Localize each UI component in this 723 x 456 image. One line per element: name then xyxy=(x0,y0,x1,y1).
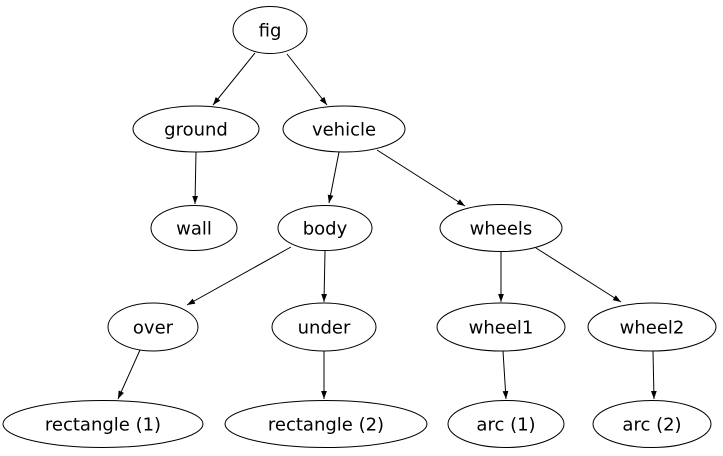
edge-fig-vehicle xyxy=(286,53,328,106)
edge-wheel2-arc2 xyxy=(650,350,657,400)
node-wall-shape xyxy=(150,205,238,251)
node-wheels-label: wheels xyxy=(470,219,533,240)
edge-over-rectangle1 xyxy=(117,349,141,400)
node-arc1-label: arc (1) xyxy=(476,415,535,436)
node-under-shape xyxy=(271,302,377,352)
node-wheel2-shape xyxy=(587,302,717,352)
node-over-shape xyxy=(107,302,199,352)
node-fig-shape xyxy=(232,6,308,54)
edge-body-over xyxy=(186,246,292,306)
node-ground-label: ground xyxy=(164,120,228,141)
node-arc1: arc (1) xyxy=(447,400,565,448)
node-rectangle2: rectangle (2) xyxy=(224,400,428,448)
node-rectangle2-label: rectangle (2) xyxy=(268,415,384,436)
node-arc2-label: arc (2) xyxy=(622,415,681,436)
node-wheels-shape xyxy=(439,204,563,252)
edge-fig-ground xyxy=(212,52,256,106)
edge-vehicle-body xyxy=(327,151,340,204)
node-vehicle: vehicle xyxy=(282,105,406,153)
node-body-shape xyxy=(277,205,373,251)
node-vehicle-label: vehicle xyxy=(312,120,376,141)
node-arc2: arc (2) xyxy=(592,400,712,448)
node-arc1-shape xyxy=(447,400,565,448)
edge-vehicle-wheels xyxy=(376,149,466,207)
edge-ground-wall xyxy=(192,151,199,205)
edge-body-under xyxy=(321,250,328,303)
node-ground-shape xyxy=(132,105,260,153)
node-vehicle-shape xyxy=(282,105,406,153)
node-over: over xyxy=(107,302,199,352)
node-rectangle1-shape xyxy=(2,400,204,448)
node-rectangle2-shape xyxy=(224,400,428,448)
node-layer: fig ground vehicle wall body wheels xyxy=(2,6,717,448)
node-body: body xyxy=(277,205,373,251)
node-wall-label: wall xyxy=(176,219,212,240)
edge-wheel1-arc1 xyxy=(502,350,509,400)
node-under: under xyxy=(271,302,377,352)
edge-layer xyxy=(117,52,657,400)
node-wheel1-shape xyxy=(436,302,566,352)
node-arc2-shape xyxy=(592,400,712,448)
node-ground: ground xyxy=(132,105,260,153)
edge-wheels-wheel2 xyxy=(535,247,622,303)
node-wheel1-label: wheel1 xyxy=(469,318,534,339)
node-rectangle1-label: rectangle (1) xyxy=(45,415,161,436)
node-rectangle1: rectangle (1) xyxy=(2,400,204,448)
node-over-label: over xyxy=(133,318,174,339)
node-wheel1: wheel1 xyxy=(436,302,566,352)
node-wall: wall xyxy=(150,205,238,251)
node-under-label: under xyxy=(298,318,351,339)
node-fig-label: fig xyxy=(259,21,282,42)
node-wheel2-label: wheel2 xyxy=(620,318,685,339)
node-wheels: wheels xyxy=(439,204,563,252)
node-wheel2: wheel2 xyxy=(587,302,717,352)
node-body-label: body xyxy=(303,219,348,240)
node-fig: fig xyxy=(232,6,308,54)
